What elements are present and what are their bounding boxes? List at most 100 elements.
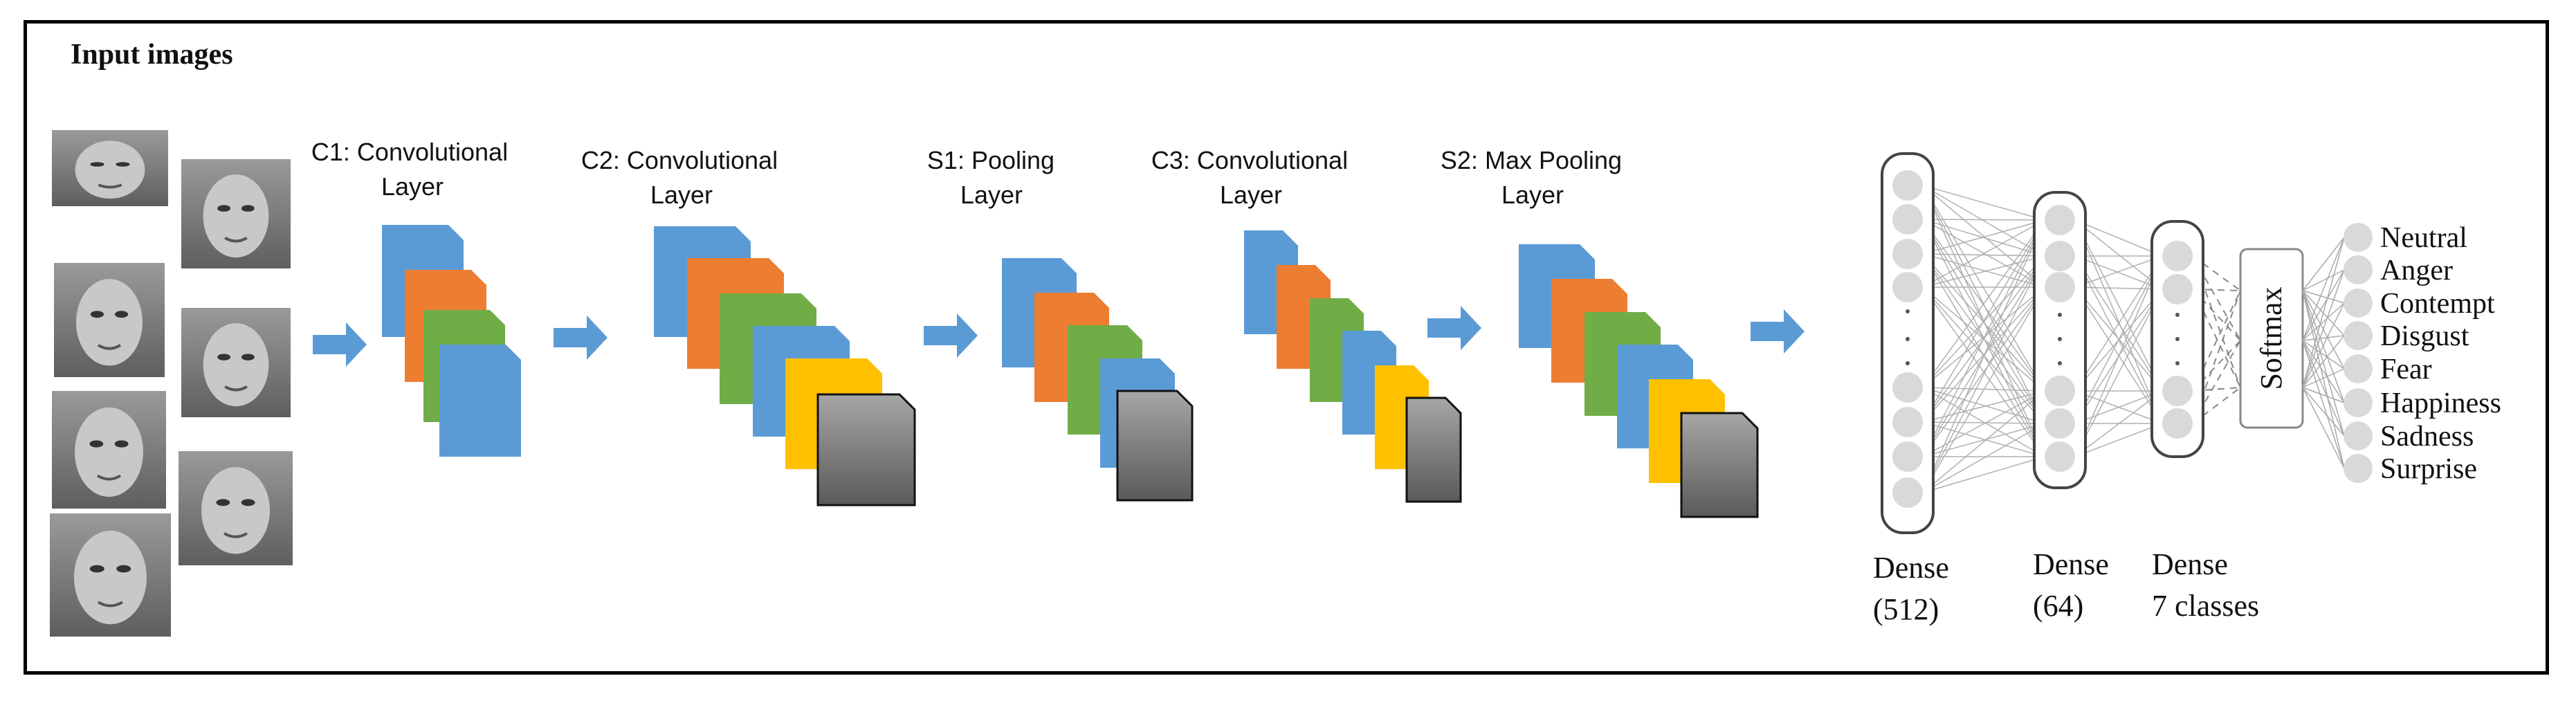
connection-line — [2074, 255, 2163, 457]
dense-label-64: Dense (64) — [2033, 547, 2109, 623]
connection-line — [1922, 255, 2045, 288]
neuron-node — [2162, 274, 2193, 304]
connection-line — [1922, 219, 2045, 257]
class-node — [2344, 421, 2373, 450]
svg-text:7 classes: 7 classes — [2152, 589, 2259, 623]
output-connection — [2302, 290, 2345, 437]
feature-map-stacks — [382, 225, 1759, 518]
connection-line — [1922, 390, 2045, 457]
connection-line — [1922, 185, 2045, 221]
face-photo-icon — [52, 391, 166, 509]
softmax-label: Softmax — [2254, 286, 2288, 390]
stack-s2 — [1519, 244, 1759, 518]
svg-text:S1: Pooling: S1: Pooling — [927, 146, 1054, 174]
output-connection — [2302, 290, 2345, 304]
svg-text:S2: Max Pooling: S2: Max Pooling — [1441, 146, 1622, 174]
output-connection — [2302, 387, 2345, 469]
softmax-connection — [2192, 289, 2241, 291]
class-label: Anger — [2380, 255, 2453, 286]
neuron-node — [2045, 241, 2075, 271]
output-connection — [2302, 302, 2345, 341]
flow-arrows — [313, 306, 1805, 367]
output-connection — [2302, 387, 2345, 403]
stack-c2 — [654, 226, 916, 506]
svg-text:(512): (512) — [1873, 592, 1939, 626]
softmax-connection — [2192, 255, 2241, 291]
output-connection — [2302, 237, 2345, 341]
connection-line — [2074, 219, 2163, 424]
right-arrow-icon — [313, 322, 367, 367]
connection-line — [2074, 286, 2163, 290]
feature-map-gray — [1680, 412, 1759, 518]
connection-line — [2074, 219, 2163, 257]
connection-line — [2074, 255, 2163, 424]
output-connection — [2302, 340, 2345, 437]
connection-line — [1922, 456, 2045, 493]
connection-line — [1922, 219, 2045, 388]
class-node — [2344, 255, 2373, 284]
neuron-node — [2045, 376, 2075, 406]
svg-text:C2: Convolutional: C2: Convolutional — [581, 146, 778, 174]
ellipsis-dot — [2175, 337, 2180, 341]
class-item-sadness: Sadness — [2302, 290, 2474, 453]
class-label: Fear — [2380, 354, 2432, 385]
dense-layer-64 — [2033, 191, 2087, 489]
neuron-node — [1892, 170, 1923, 201]
ellipsis-dot — [1906, 337, 1910, 341]
layer-label-s2: S2: Max Pooling Layer — [1441, 146, 1622, 209]
ellipsis-dot — [2175, 361, 2180, 365]
connection-line — [1922, 219, 2045, 221]
output-connection — [2302, 340, 2345, 403]
connection-line — [1922, 219, 2045, 423]
svg-text:Dense: Dense — [1873, 551, 1949, 585]
connection-line — [2074, 289, 2163, 457]
class-node — [2344, 223, 2373, 252]
softmax-connection — [2192, 387, 2241, 424]
right-arrow-icon — [924, 313, 978, 358]
output-connection — [2302, 290, 2345, 369]
connection-line — [2074, 390, 2163, 457]
class-item-anger: Anger — [2302, 255, 2453, 388]
right-arrow-icon — [1427, 306, 1481, 350]
svg-text:Layer: Layer — [650, 181, 713, 209]
class-item-disgust: Disgust — [2302, 290, 2469, 388]
neuron-node — [1892, 407, 1923, 437]
connection-line — [1922, 185, 2045, 392]
layer-label-c2: C2: Convolutional Layer — [581, 146, 778, 209]
svg-text:Layer: Layer — [960, 181, 1023, 209]
neuron-node — [2045, 408, 2075, 439]
ellipsis-dot — [2175, 313, 2180, 317]
layer-label-s1: S1: Pooling Layer — [927, 146, 1054, 209]
class-node — [2344, 321, 2373, 350]
neuron-node — [1892, 272, 1923, 302]
class-item-surprise: Surprise — [2302, 290, 2477, 485]
svg-text:C1: Convolutional: C1: Convolutional — [311, 138, 508, 166]
connection-line — [1922, 185, 2045, 257]
neuron-node — [2162, 408, 2193, 439]
neuron-node — [1892, 441, 1923, 472]
face-photo-icon — [50, 513, 171, 637]
connection-line — [2074, 423, 2163, 457]
ellipsis-dot — [2058, 361, 2062, 365]
input-images-title: Input images — [71, 39, 233, 71]
connection-line — [1922, 423, 2045, 493]
class-label: Neutral — [2380, 222, 2467, 254]
class-label: Contempt — [2380, 288, 2495, 320]
input-face-images — [50, 130, 293, 637]
class-node — [2344, 289, 2373, 318]
class-node — [2344, 454, 2373, 483]
softmax-connection — [2192, 290, 2241, 424]
connection-line — [1922, 423, 2045, 457]
class-label: Happiness — [2380, 387, 2501, 419]
svg-text:Layer: Layer — [1220, 181, 1282, 209]
output-connection — [2302, 387, 2345, 437]
neuron-node — [1892, 204, 1923, 235]
connection-line — [1922, 390, 2045, 493]
connection-line — [2074, 255, 2163, 392]
output-connection — [2302, 340, 2345, 469]
connection-line — [1922, 219, 2045, 493]
svg-text:Layer: Layer — [381, 172, 444, 201]
neuron-node — [1892, 372, 1923, 403]
output-connection — [2302, 237, 2345, 291]
